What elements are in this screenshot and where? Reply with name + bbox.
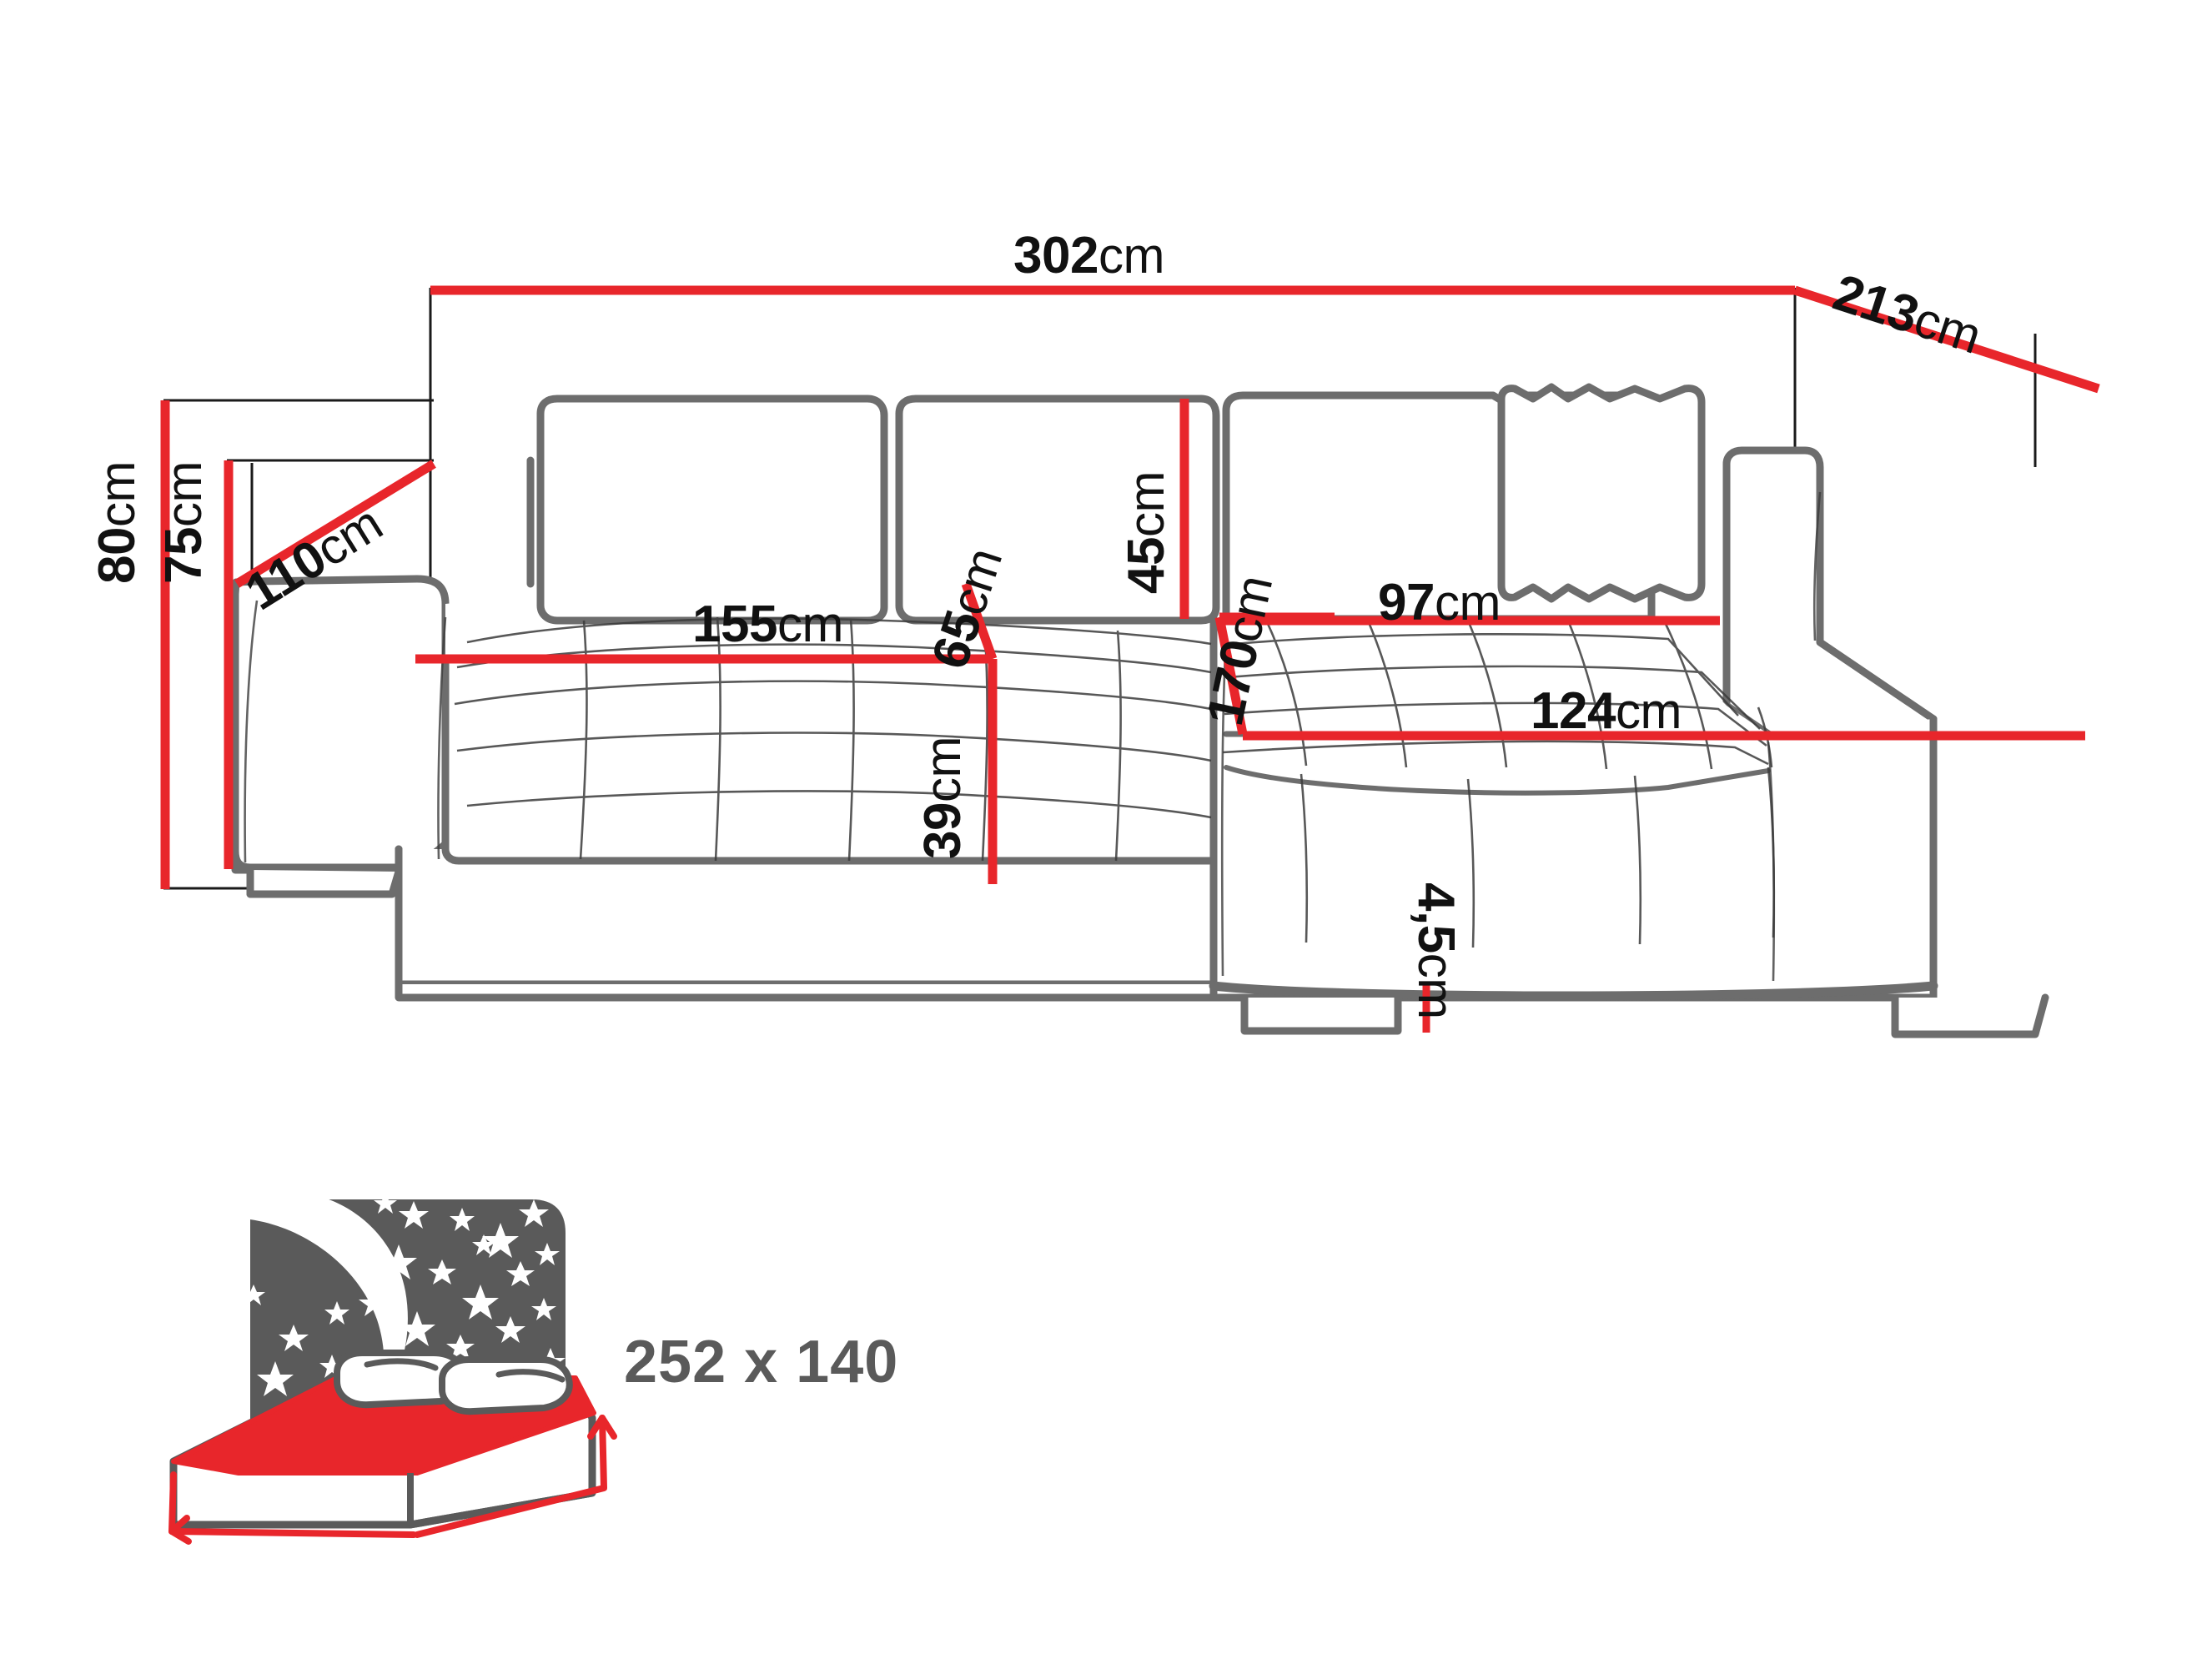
seat-quilting-chaise bbox=[1222, 620, 1776, 948]
bed-dimension-arrows bbox=[168, 1415, 617, 1545]
sofa-body-outline bbox=[231, 383, 2049, 1038]
dim-line-65 bbox=[961, 582, 998, 661]
dim-label-97: 97cm bbox=[1378, 574, 1501, 631]
dim-label-302: 302cm bbox=[1013, 227, 1164, 284]
dim-line-213 bbox=[1793, 285, 2100, 394]
dim-line-170a bbox=[1214, 616, 1248, 736]
pillows bbox=[334, 1350, 573, 1415]
bed-size-text: 252 x 140 bbox=[624, 1329, 899, 1395]
dim-label-124: 124cm bbox=[1531, 682, 1682, 740]
seat-quilting-left bbox=[454, 616, 1212, 862]
dim-label-155: 155cm bbox=[692, 596, 843, 653]
dim-line-110 bbox=[234, 460, 436, 588]
